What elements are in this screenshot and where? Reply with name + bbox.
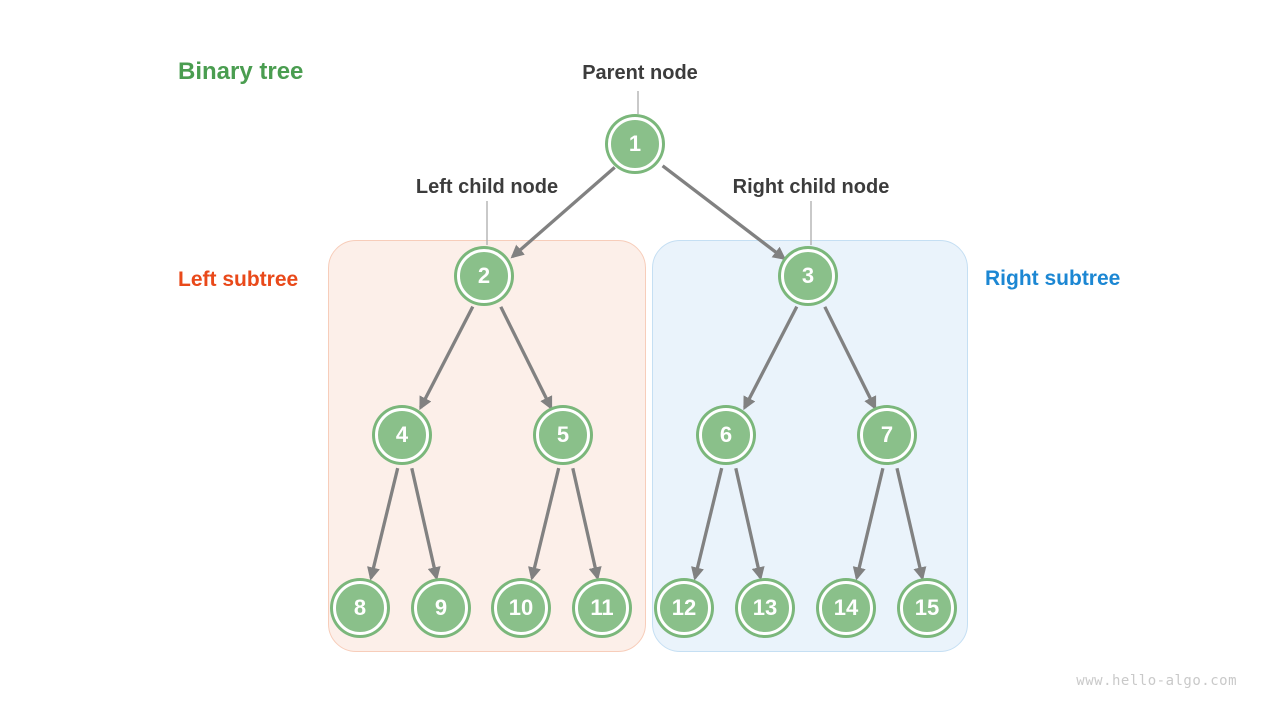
tree-node-7: 7 <box>860 408 914 462</box>
tree-node-9: 9 <box>414 581 468 635</box>
watermark: www.hello-algo.com <box>1076 673 1237 689</box>
edge-7-15 <box>895 467 927 581</box>
diagram-title: Binary tree <box>178 58 304 85</box>
left-subtree-label: Left subtree <box>178 268 299 291</box>
edge-1-3 <box>661 164 787 261</box>
edge-4-9 <box>410 467 441 581</box>
tree-node-4: 4 <box>375 408 429 462</box>
edge-7-14 <box>852 467 885 581</box>
edge-6-12 <box>691 467 724 581</box>
tree-node-13: 13 <box>738 581 792 635</box>
left-child-node-label: Left child node <box>415 176 559 198</box>
tree-node-1: 1 <box>608 117 662 171</box>
edge-3-6 <box>743 305 799 411</box>
edge-2-4 <box>419 305 475 411</box>
edge-5-11 <box>571 467 602 581</box>
parent-node-label: Parent node <box>582 62 698 84</box>
tree-node-10: 10 <box>494 581 548 635</box>
edge-1-2 <box>510 166 616 259</box>
edge-5-10 <box>528 467 561 581</box>
tree-node-6: 6 <box>699 408 753 462</box>
edge-6-13 <box>734 467 765 581</box>
tree-node-2: 2 <box>457 249 511 303</box>
tree-node-14: 14 <box>819 581 873 635</box>
right-subtree-label: Right subtree <box>985 267 1121 290</box>
tree-node-15: 15 <box>900 581 954 635</box>
edge-3-7 <box>823 306 877 410</box>
edge-2-5 <box>499 306 553 410</box>
tree-node-12: 12 <box>657 581 711 635</box>
tree-node-8: 8 <box>333 581 387 635</box>
tree-node-11: 11 <box>575 581 629 635</box>
edge-4-8 <box>367 467 400 581</box>
right-child-node-label: Right child node <box>732 176 890 198</box>
tree-node-3: 3 <box>781 249 835 303</box>
tree-node-5: 5 <box>536 408 590 462</box>
